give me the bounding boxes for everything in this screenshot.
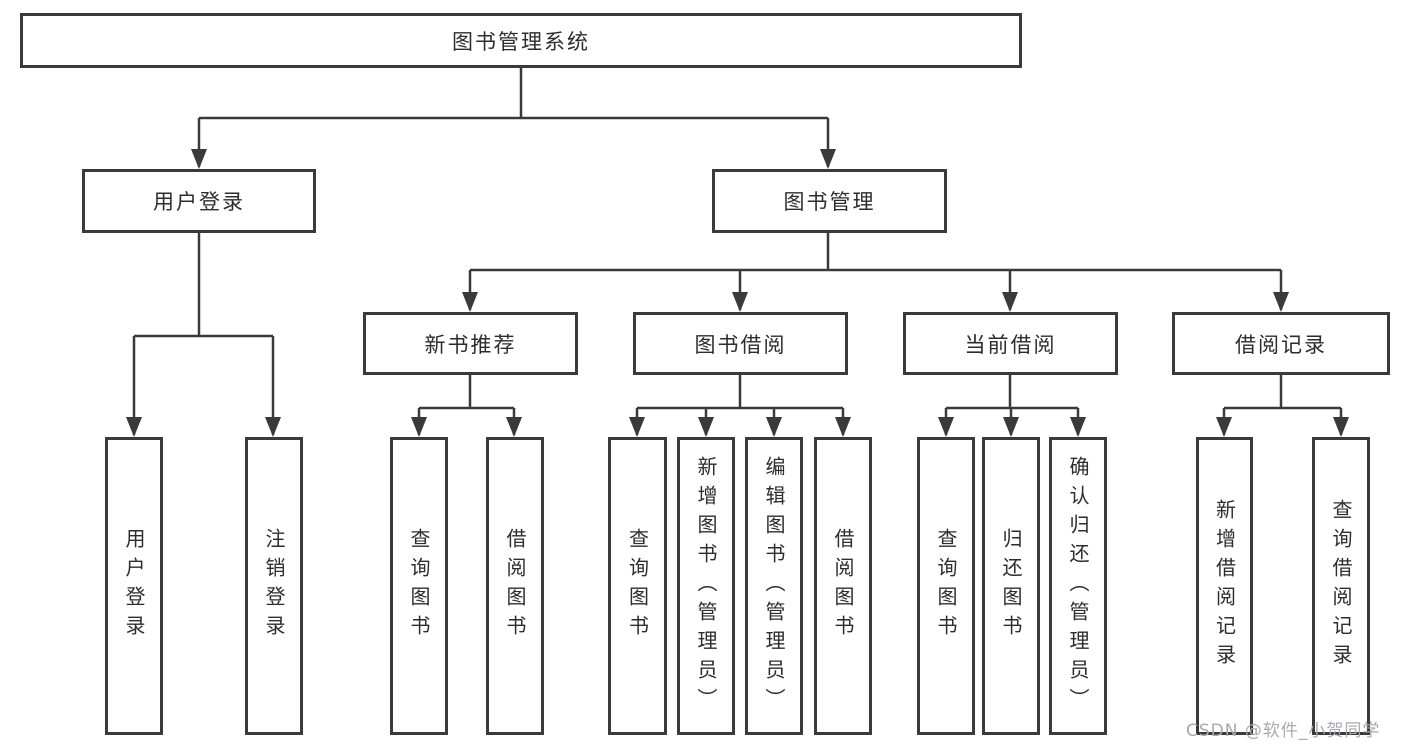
node-label: 当前借阅 [964,332,1057,357]
leaf-add-borrow-record: 新增借阅记录 [1196,437,1253,735]
node-label: 查询图书 [625,528,650,644]
node-user-login: 用户登录 [82,169,316,233]
node-label: 查询图书 [407,528,431,644]
leaf-edit-books-admin: 编辑图书（管理员） [745,437,803,735]
node-book-borrowing: 图书借阅 [633,312,848,375]
node-label: 借阅记录 [1235,332,1327,357]
node-label: 查询借阅记录 [1329,499,1353,673]
node-new-book-recommend: 新书推荐 [363,312,578,375]
node-book-management: 图书管理 [712,169,947,233]
node-label: 图书管理系统 [452,29,590,54]
node-current-borrowing: 当前借阅 [903,312,1118,375]
leaf-borrow-books: 借阅图书 [814,437,872,735]
node-label: 新增借阅记录 [1212,499,1237,673]
leaf-query-books-current: 查询图书 [917,437,975,735]
leaf-logout: 注销登录 [245,437,303,735]
node-label: 注销登录 [262,528,286,644]
leaf-query-borrow-record: 查询借阅记录 [1312,437,1370,735]
node-borrowing-records: 借阅记录 [1172,312,1390,375]
leaf-confirm-return-admin: 确认归还（管理员） [1049,437,1107,735]
leaf-borrow-books-recommend: 借阅图书 [486,437,544,735]
leaf-return-books: 归还图书 [982,437,1040,735]
leaf-query-books-borrowing: 查询图书 [608,437,667,735]
leaf-user-login: 用户登录 [105,437,163,735]
node-label: 编辑图书（管理员） [762,455,786,717]
leaf-query-books-recommend: 查询图书 [390,437,448,735]
node-system-root: 图书管理系统 [20,13,1022,68]
node-label: 新书推荐 [424,332,517,357]
node-label: 新增图书（管理员） [694,455,718,717]
node-label: 图书借阅 [694,332,787,357]
leaf-add-books-admin: 新增图书（管理员） [677,437,735,735]
node-label: 用户登录 [153,190,245,214]
node-label: 图书管理 [783,190,876,214]
node-label: 借阅图书 [831,528,855,644]
node-label: 确认归还（管理员） [1066,455,1090,717]
node-label: 归还图书 [999,528,1023,644]
node-label: 查询图书 [934,528,958,644]
node-label: 借阅图书 [503,528,527,644]
csdn-watermark: CSDN @软件_小贺同学 [1186,721,1381,741]
node-label: 用户登录 [122,528,146,644]
